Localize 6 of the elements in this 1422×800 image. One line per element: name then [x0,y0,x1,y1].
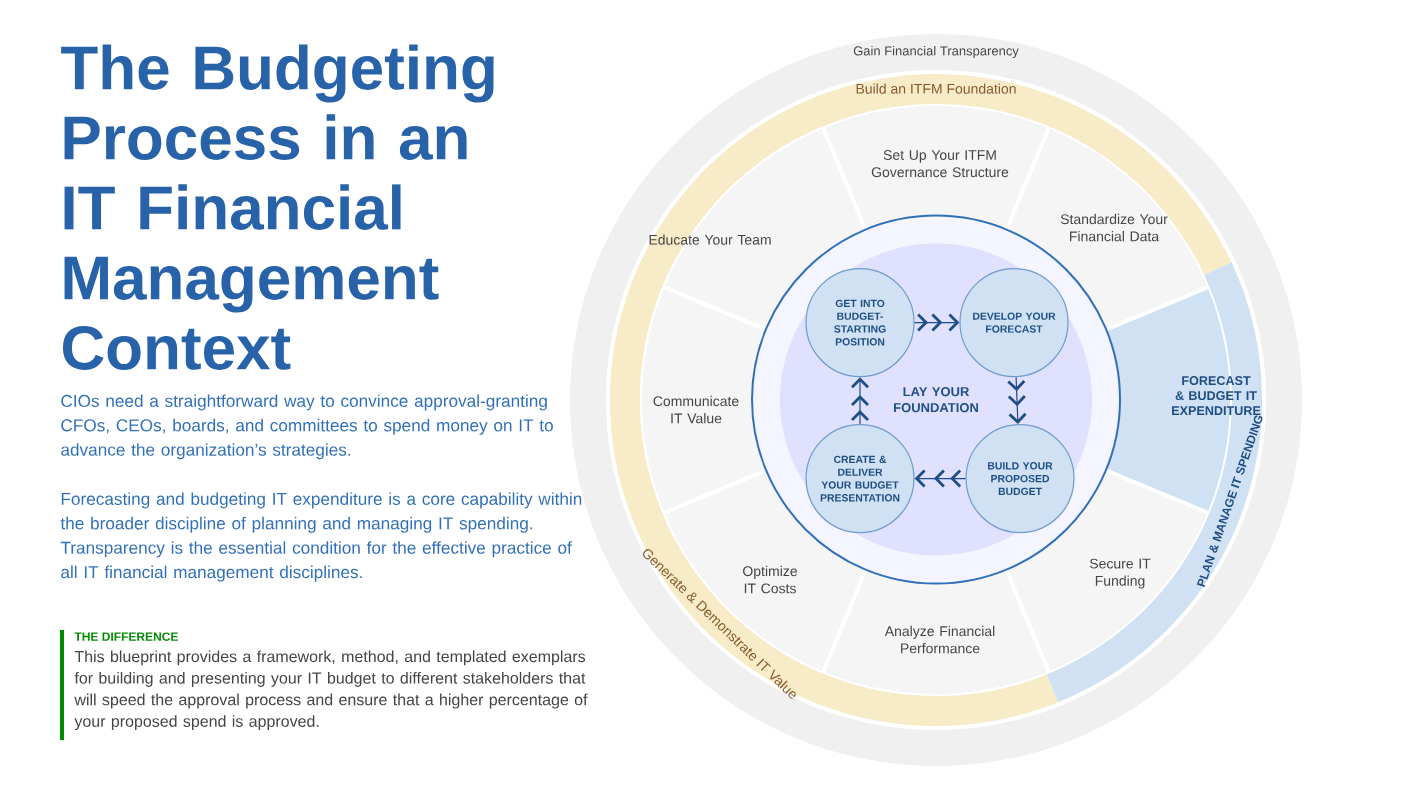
paragraph: CIOs need a straightforward way to convince approval-granting CFOs, CEOs, boards, and committees to spend money on IT to advance the organization’s strategies. [61,394,553,460]
chevron-arrow [851,377,869,425]
title: The Budgeting Process in an IT Financial Management Context [61,44,494,370]
chevron-arrow [914,313,960,332]
chevron-arrow [914,469,966,488]
chevron-arrow [1007,376,1027,425]
